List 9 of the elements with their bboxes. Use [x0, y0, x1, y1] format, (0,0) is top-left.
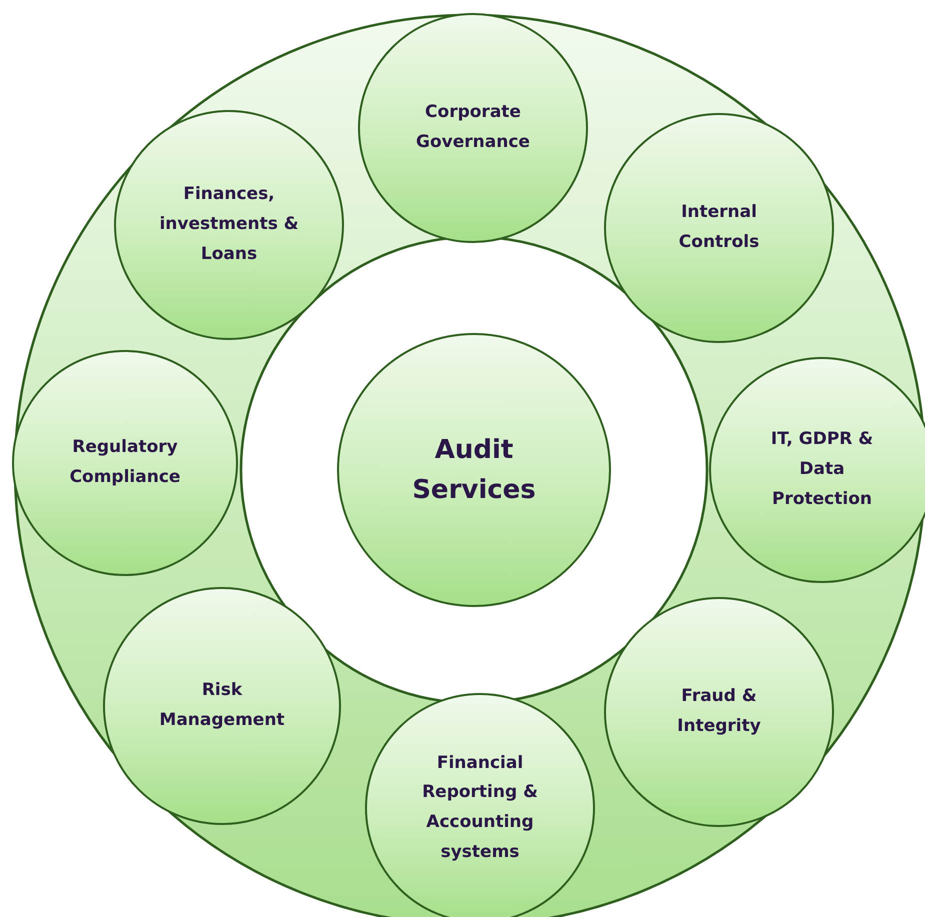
topic-label: Risk Management	[158, 679, 286, 732]
topic-label: Financial Reporting & Accounting systems	[421, 752, 539, 864]
topic-label: IT, GDPR & Data Protection	[770, 428, 874, 511]
topic-label: Corporate Governance	[415, 101, 531, 154]
topic-label: Regulatory Compliance	[68, 436, 182, 489]
topic-label: Finances, investments & Loans	[159, 183, 299, 266]
center-title: Audit Services	[411, 434, 537, 507]
topic-label: Fraud & Integrity	[676, 685, 762, 738]
topic-label: Internal Controls	[678, 201, 760, 254]
